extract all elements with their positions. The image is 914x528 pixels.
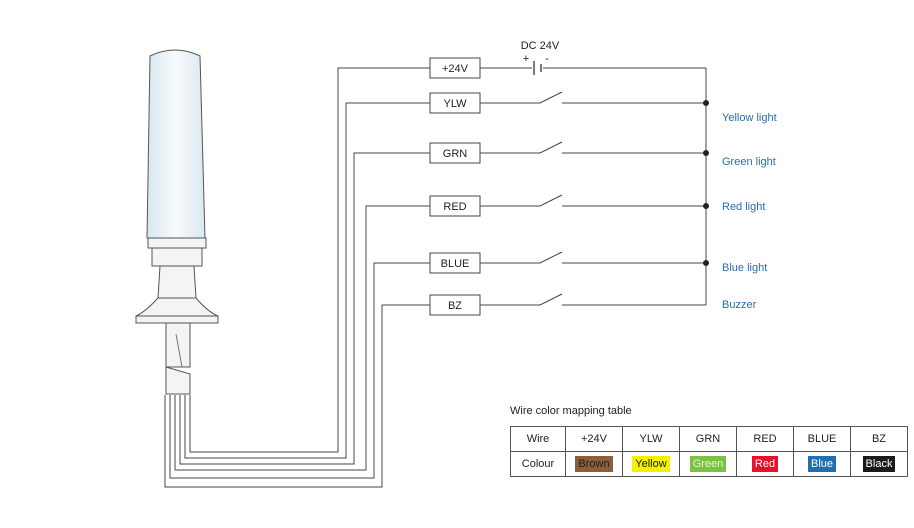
switches xyxy=(480,91,706,306)
wire-ylw xyxy=(184,102,430,459)
lamp-collar xyxy=(147,237,207,249)
lamp-base-plate xyxy=(135,315,219,324)
colour-swatch: Red xyxy=(751,456,779,472)
table-cell: YLW xyxy=(622,426,680,452)
output-yellow-light: Yellow light xyxy=(722,112,777,124)
table-title: Wire color mapping table xyxy=(510,405,632,417)
power-supply xyxy=(480,61,707,305)
cable-jacket xyxy=(165,366,191,395)
tag-red: RED xyxy=(443,201,466,213)
lamp-ring xyxy=(151,247,203,267)
output-buzzer: Buzzer xyxy=(722,299,757,311)
colour-swatch: Green xyxy=(689,456,727,472)
table-cell: BLUE xyxy=(793,426,851,452)
table-cell: +24V xyxy=(565,426,623,452)
wire-color-table: Wire +24V YLW GRN RED BLUE BZ Colour Bro… xyxy=(510,426,908,477)
junction-dots xyxy=(703,100,709,266)
power-minus: - xyxy=(545,53,549,65)
table-cell: GRN xyxy=(679,426,737,452)
wire-grn xyxy=(179,152,430,465)
lamp-lens xyxy=(146,49,206,243)
output-green-light: Green light xyxy=(722,156,776,168)
colour-swatch: Black xyxy=(862,456,896,472)
signal-tower-lamp xyxy=(135,49,219,395)
tag-ylw: YLW xyxy=(443,98,467,110)
tag-grn: GRN xyxy=(443,148,468,160)
colour-swatch: Blue xyxy=(807,456,837,472)
wire-red xyxy=(174,205,430,471)
wire-blue xyxy=(169,262,430,479)
colour-swatch: Brown xyxy=(575,456,613,472)
power-label: DC 24V xyxy=(521,40,560,52)
output-red-light: Red light xyxy=(722,201,765,213)
table-row: Colour Brown Yellow Green Red Blue Black xyxy=(510,451,908,477)
table-cell: RED xyxy=(736,426,794,452)
lamp-flange xyxy=(135,297,219,317)
tag-bz: BZ xyxy=(448,300,462,312)
table-header-colour: Colour xyxy=(510,451,566,477)
lamp-neck xyxy=(157,265,197,299)
tag-24v: +24V xyxy=(442,63,469,75)
wire-24v xyxy=(189,67,430,453)
wire-bz xyxy=(164,304,430,488)
wire-tags: +24V YLW GRN RED BLUE BZ xyxy=(429,57,481,316)
colour-swatch: Yellow xyxy=(632,456,670,472)
wire-bundle xyxy=(164,67,430,488)
power-plus: + xyxy=(523,53,529,65)
table-header-wire: Wire xyxy=(510,426,566,452)
table-row: Wire +24V YLW GRN RED BLUE BZ xyxy=(510,426,908,452)
table-cell: BZ xyxy=(850,426,908,452)
output-blue-light: Blue light xyxy=(722,262,767,274)
tag-blue: BLUE xyxy=(441,258,470,270)
